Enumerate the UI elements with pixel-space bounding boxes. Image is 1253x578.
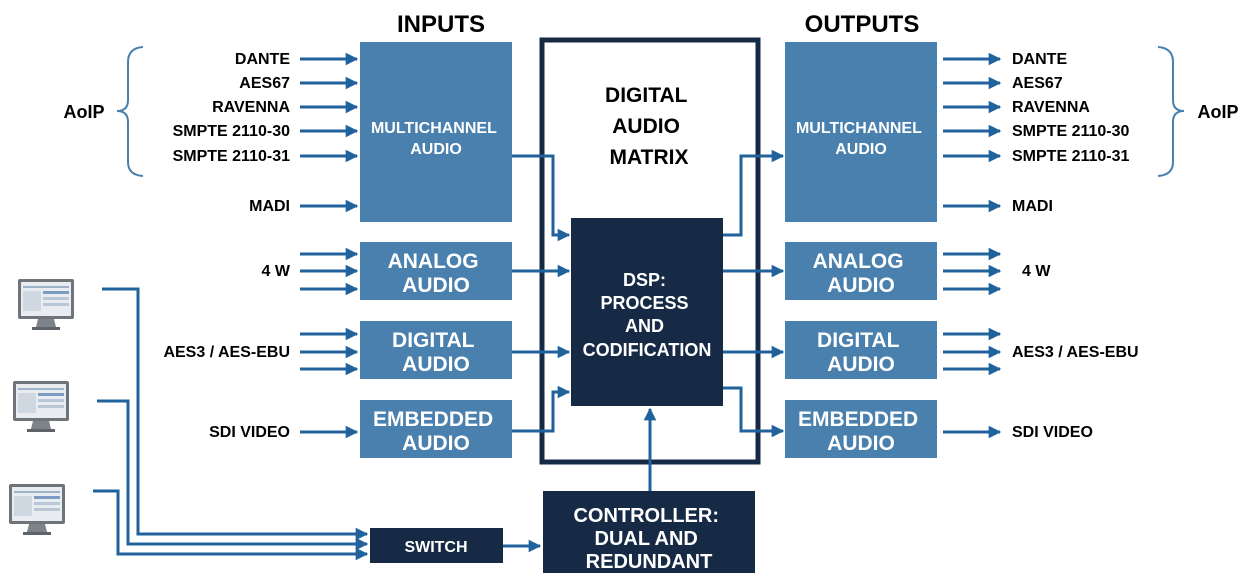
input-label-4w: 4 W (262, 263, 291, 280)
controller-line1: CONTROLLER: (573, 505, 719, 527)
svg-text:DIGITAL AUDIO: DIGITAL AUDIO (817, 329, 905, 376)
input-analog-line2: AUDIO (402, 274, 470, 297)
output-label-smpte-2110-31: SMPTE 2110-31 (1012, 148, 1130, 165)
svg-text:ANALOG AUDIO: ANALOG AUDIO (388, 250, 485, 297)
input-label-dante: DANTE (235, 51, 290, 68)
input-multichannel-line2: AUDIO (410, 141, 462, 158)
dsp-block (571, 218, 723, 406)
left-aoip-brace (116, 46, 144, 177)
svg-text:MULTICHANNEL AUDIO: MULTICHANNEL AUDIO (371, 120, 501, 158)
output-label-ravenna: RAVENNA (1012, 99, 1090, 116)
output-label-madi: MADI (1012, 198, 1053, 215)
output-analog-line1: ANALOG (813, 250, 904, 273)
output-embedded-line1: EMBEDDED (798, 408, 918, 431)
input-label-madi: MADI (249, 198, 290, 215)
input-analog-line1: ANALOG (388, 250, 479, 273)
left-aoip-label: AoIP (63, 102, 104, 122)
output-label-aes67: AES67 (1012, 75, 1063, 92)
controller-block (543, 491, 755, 573)
inputs-heading: INPUTS (397, 11, 485, 38)
input-label-smpte-2110-31: SMPTE 2110-31 (173, 148, 291, 165)
output-digital-audio-block (785, 321, 937, 379)
input-label-sdi: SDI VIDEO (209, 424, 290, 441)
svg-text:DSP: PROCESS AND C: DSP: PROCESS AND CODIFICATION (583, 270, 712, 360)
output-label-sdi: SDI VIDEO (1012, 424, 1093, 441)
output-analog-audio-block (785, 242, 937, 300)
monitor-icon (18, 279, 74, 330)
dsp-line3: AND (625, 316, 664, 336)
input-digital-line2: AUDIO (402, 353, 470, 376)
matrix-line2: AUDIO (612, 115, 680, 138)
controller-line2: DUAL AND (595, 528, 698, 550)
input-digital-audio-block (360, 321, 512, 379)
dsp-line4: CODIFICATION (583, 340, 712, 360)
dsp-line1: DSP: (623, 270, 666, 290)
output-digital-line2: AUDIO (827, 353, 895, 376)
input-multichannel-audio-block (360, 42, 512, 222)
input-label-aes3: AES3 / AES-EBU (163, 344, 290, 361)
output-multichannel-line1: MULTICHANNEL (796, 120, 922, 137)
svg-text:CONTROLLER: DUAL AND R: CONTROLLER: DUAL AND REDUNDANT (573, 505, 724, 573)
input-embedded-audio-block (360, 400, 512, 458)
matrix-line3: MATRIX (610, 146, 689, 169)
input-embedded-line2: AUDIO (402, 432, 470, 455)
outputs-heading: OUTPUTS (805, 11, 920, 38)
input-embedded-line1: EMBEDDED (373, 408, 493, 431)
input-analog-audio-block (360, 242, 512, 300)
monitor-icon (13, 381, 69, 432)
output-embedded-audio-block (785, 400, 937, 458)
output-label-aes3: AES3 / AES-EBU (1012, 344, 1139, 361)
controller-line3: REDUNDANT (586, 551, 713, 573)
svg-text:EMBEDDED AUDIO: EMBEDDED AUDIO (798, 408, 924, 455)
input-label-aes67: AES67 (239, 75, 290, 92)
output-multichannel-audio-block (785, 42, 937, 222)
svg-text:DIGITAL AUDIO: DIGITAL AUDIO (392, 329, 480, 376)
dsp-line2: PROCESS (600, 293, 688, 313)
svg-text:DIGITAL AUDIO MATRIX: DIGITAL AUDIO MATRIX (605, 84, 693, 169)
svg-text:MULTICHANNEL AUDIO: MULTICHANNEL AUDIO (796, 120, 926, 158)
svg-text:EMBEDDED AUDIO: EMBEDDED AUDIO (373, 408, 499, 455)
svg-text:ANALOG AUDIO: ANALOG AUDIO (813, 250, 910, 297)
output-label-smpte-2110-30: SMPTE 2110-30 (1012, 123, 1130, 140)
input-label-smpte-2110-30: SMPTE 2110-30 (173, 123, 291, 140)
output-analog-line2: AUDIO (827, 274, 895, 297)
right-aoip-brace (1157, 46, 1185, 177)
input-digital-line1: DIGITAL (392, 329, 475, 352)
monitor-icon (9, 484, 65, 535)
switch-block (370, 528, 503, 563)
matrix-line1: DIGITAL (605, 84, 688, 107)
output-embedded-line2: AUDIO (827, 432, 895, 455)
right-aoip-label: AoIP (1197, 102, 1238, 122)
input-multichannel-line1: MULTICHANNEL (371, 120, 497, 137)
output-label-dante: DANTE (1012, 51, 1067, 68)
input-label-ravenna: RAVENNA (212, 99, 290, 116)
output-label-4w: 4 W (1022, 263, 1051, 280)
output-digital-line1: DIGITAL (817, 329, 900, 352)
switch-label: SWITCH (404, 539, 467, 556)
output-multichannel-line2: AUDIO (835, 141, 887, 158)
